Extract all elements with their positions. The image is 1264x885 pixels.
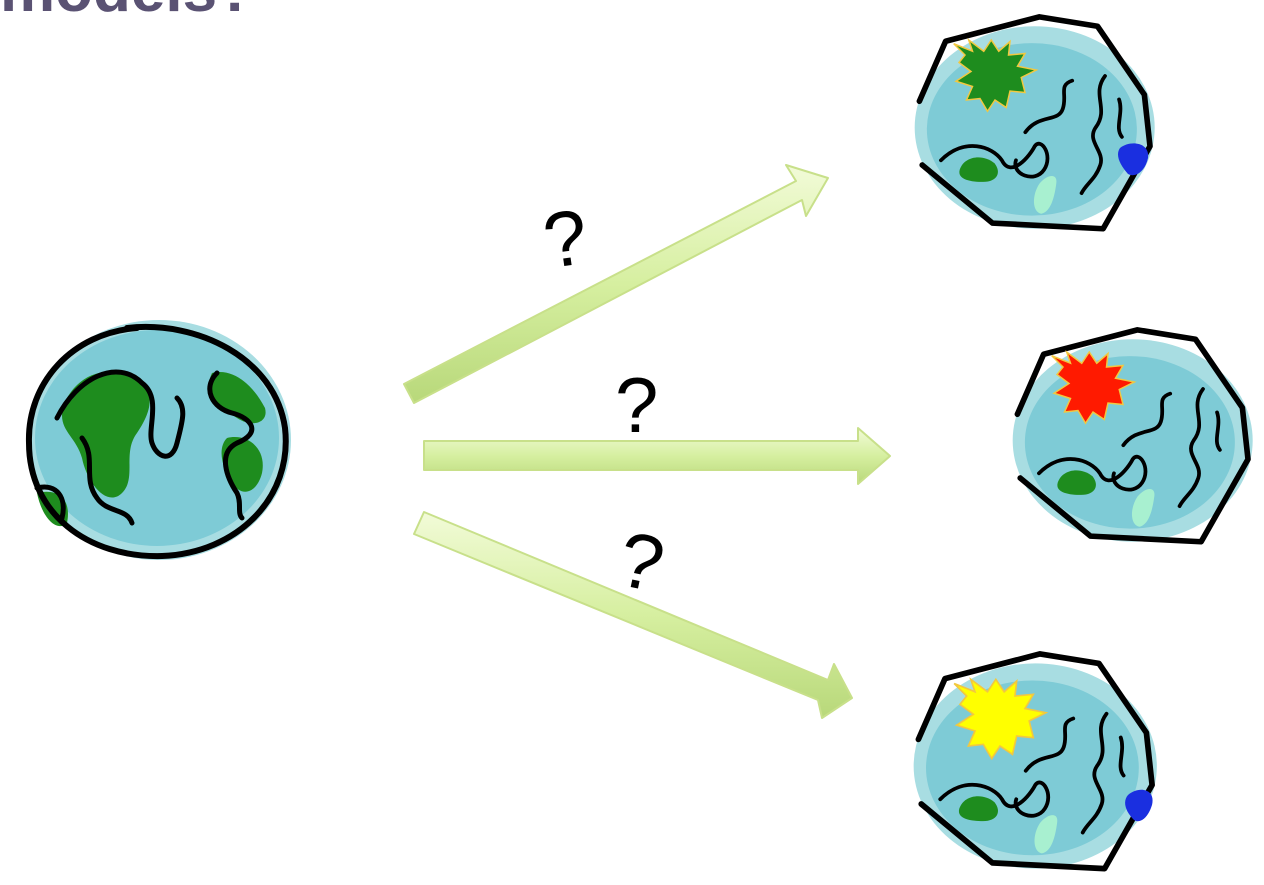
earth-globe-icon [27,320,291,560]
question-mark-top: ? [538,192,593,285]
model-globe-yellow-icon [914,654,1157,869]
model-globe-green-icon [915,17,1155,229]
question-mark-bottom: ? [611,514,672,609]
model-globe-red-icon [1013,330,1253,542]
question-mark-middle: ? [615,361,658,449]
